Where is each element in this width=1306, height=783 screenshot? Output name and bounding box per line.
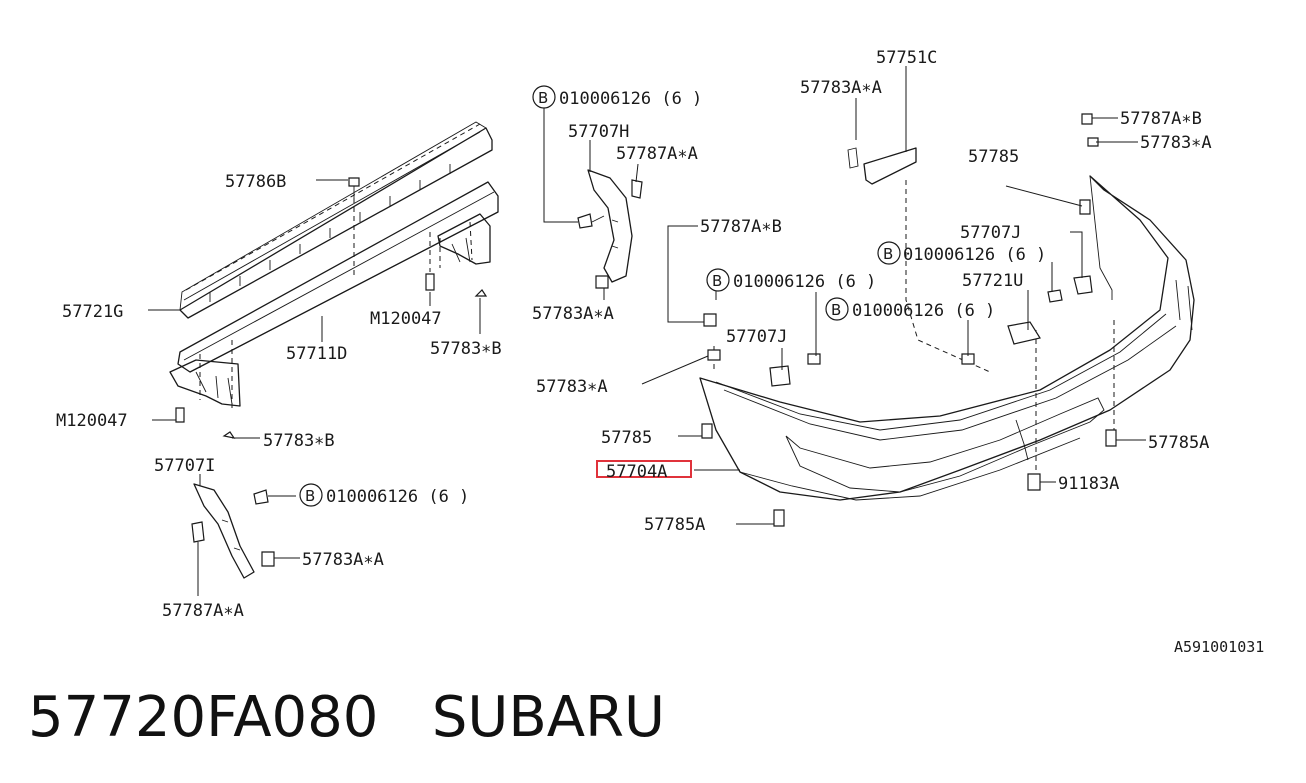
label-57711D: 57711D [286,344,347,364]
footer-title: 57720FA080 SUBARU [28,680,665,756]
label-57707H: 57707H [568,122,629,142]
bracket-57707I [191,483,275,579]
label-57707J-center: 57707J [726,327,787,347]
label-57783A-A-mid: 57783A∗A [532,304,614,324]
label-57787A-A-low: 57787A∗A [162,601,244,621]
bolt-symbol-lower: B [299,483,323,507]
label-bolt-center: 010006126 (6 ) [852,301,995,321]
label-57783-A-center: 57783∗A [536,377,608,397]
label-bolt-lower: 010006126 (6 ) [326,487,469,507]
label-57785-right: 57785 [968,147,1019,167]
label-57783A-A-top: 57783A∗A [800,78,882,98]
bolt-symbol-right: B [877,241,901,265]
label-57785-center: 57785 [601,428,652,448]
bolt-symbol-top: B [532,85,556,109]
fasteners-left [175,177,488,439]
reinforcement-upper-57721G [179,121,493,319]
label-bolt-mid: 010006126 (6 ) [733,272,876,292]
label-57787A-B-right: 57787A∗B [1120,109,1202,129]
label-57783-A-right: 57783∗A [1140,133,1212,153]
svg-text:B: B [712,272,722,290]
label-57751C: 57751C [876,48,937,68]
diagram-reference-code: A591001031 [1174,638,1264,656]
label-57787A-A-top: 57787A∗A [616,144,698,164]
brand-name: SUBARU [431,685,665,750]
label-57786B: 57786B [225,172,286,192]
svg-text:B: B [305,487,315,505]
label-57721G: 57721G [62,302,123,322]
label-57783-B-top: 57783∗B [430,339,502,359]
label-bolt-top: 010006126 (6 ) [559,89,702,109]
label-M120047-left: M120047 [56,411,128,431]
label-57787A-B-center: 57787A∗B [700,217,782,237]
label-57783A-A-low: 57783A∗A [302,550,384,570]
label-M120047-top: M120047 [370,309,442,329]
label-57707J-right: 57707J [960,223,1021,243]
bracket-57707H [577,169,643,289]
highlight-box-57704A [596,460,692,478]
fasteners-right [701,113,1117,527]
label-57721U: 57721U [962,271,1023,291]
bumper-cover-57704A [699,175,1195,501]
label-57785A-right: 57785A [1148,433,1209,453]
label-57704A: 57704A [606,462,667,482]
svg-text:B: B [883,245,893,263]
label-57707I: 57707I [154,456,215,476]
part-number: 57720FA080 [28,685,379,750]
bolt-symbol-mid: B [706,268,730,292]
energy-absorber-57751C [847,147,917,185]
bolt-symbol-center: B [825,297,849,321]
label-57785A-bottom: 57785A [644,515,705,535]
label-91183A: 91183A [1058,474,1119,494]
label-bolt-right: 010006126 (6 ) [903,245,1046,265]
label-57783-B-left: 57783∗B [263,431,335,451]
bumper-beam-57711D [169,181,499,410]
svg-text:B: B [538,89,548,107]
svg-text:B: B [831,301,841,319]
